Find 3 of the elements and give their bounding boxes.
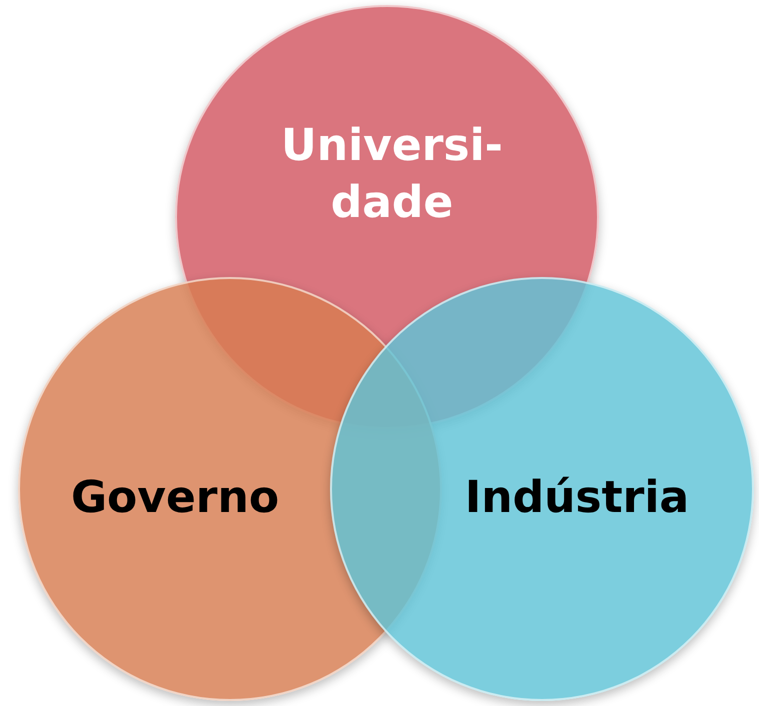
circle-label: Governo: [70, 471, 280, 525]
circle-label: Universi- dade: [280, 119, 504, 230]
circle-label: Indústria: [464, 471, 690, 525]
